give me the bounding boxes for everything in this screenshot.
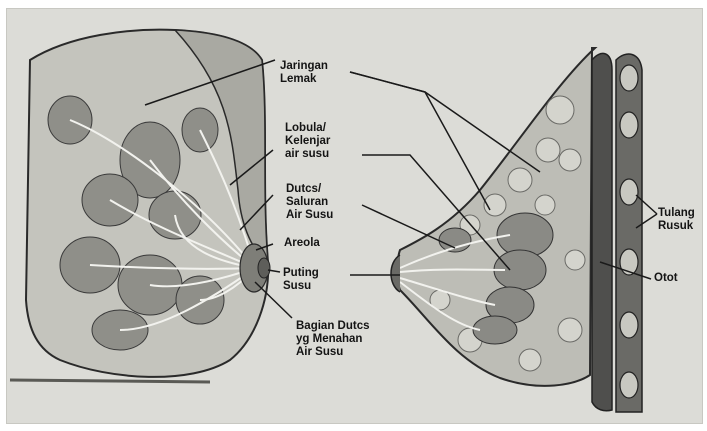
label-bagian-ducts: Bagian Dutcs yg Menahan Air Susu xyxy=(296,320,370,359)
label-otot: Otot xyxy=(654,272,678,285)
front-view xyxy=(10,30,270,382)
side-view xyxy=(391,48,642,412)
side-muscle xyxy=(592,53,612,410)
label-tulang-rusuk: Tulang Rusuk xyxy=(658,207,695,233)
label-jaringan-lemak: Jaringan Lemak xyxy=(280,60,328,86)
label-lobula-kelenjar: Lobula/ Kelenjar air susu xyxy=(285,122,330,161)
side-rib-bar xyxy=(616,54,642,412)
front-nipple xyxy=(258,258,270,278)
front-chest-edge xyxy=(10,380,210,382)
label-areola: Areola xyxy=(284,237,320,250)
side-nipple xyxy=(391,255,400,292)
label-puting-susu: Puting Susu xyxy=(283,267,319,293)
label-ducts-saluran: Dutcs/ Saluran Air Susu xyxy=(286,183,333,222)
